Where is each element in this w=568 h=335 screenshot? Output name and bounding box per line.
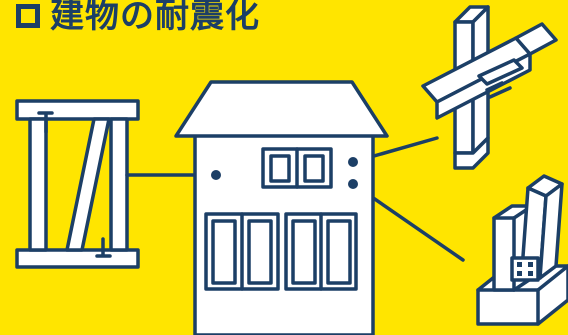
- post-anchor-hardware-icon: [476, 174, 568, 326]
- checkbox-icon: [16, 4, 40, 28]
- house-icon: [174, 80, 389, 335]
- title-row: 建物の耐震化: [16, 0, 260, 38]
- braced-frame-icon: [15, 99, 140, 269]
- post-beam-joint-icon: [421, 5, 558, 170]
- page-title: 建物の耐震化: [50, 0, 260, 36]
- connection-dots: [211, 157, 358, 189]
